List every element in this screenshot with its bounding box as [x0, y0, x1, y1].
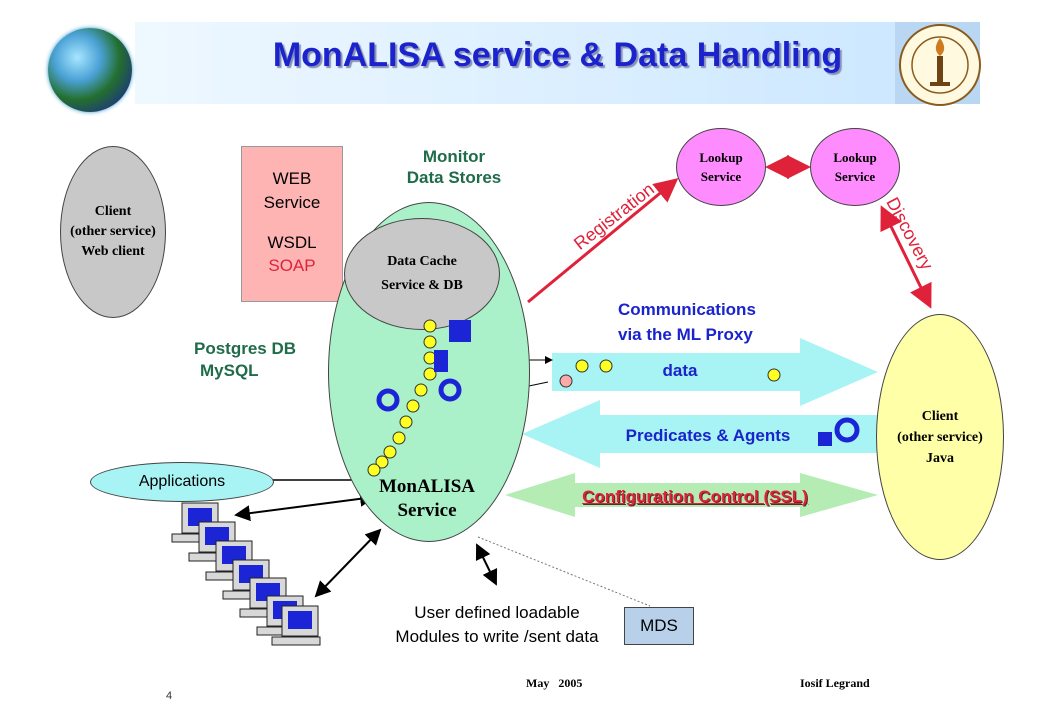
- client-java-label-3: Java: [925, 450, 954, 466]
- monitor-data-stores-label: Monitor Data Stores: [384, 146, 524, 189]
- postgres-label-2: MySQL: [200, 361, 259, 381]
- agent-square: [449, 320, 471, 342]
- data-arrow-shape: [552, 338, 878, 406]
- client-web-label-3: Web client: [81, 244, 145, 260]
- chain-dot: [414, 383, 428, 397]
- globe-logo: [48, 28, 132, 112]
- agent-square: [818, 432, 832, 446]
- computer-icon: [271, 605, 321, 646]
- monitor-label-2: Data Stores: [406, 168, 502, 188]
- client-java-ellipse: Client (other service) Java: [876, 314, 1004, 560]
- lookup-2-label-2: Service: [834, 169, 876, 184]
- communications-label: Communications via the ML Proxy: [618, 298, 808, 347]
- title-banner: [135, 22, 980, 104]
- footer-author: Iosif Legrand: [800, 676, 870, 690]
- client-web-ellipse: Client (other service) Web client: [60, 146, 166, 318]
- predicates-arrow-shape: [522, 400, 878, 468]
- applications-label: Applications: [138, 473, 226, 490]
- web-service-label-4: SOAP: [268, 256, 316, 276]
- registration-arrow: [527, 178, 679, 304]
- monalisa-label-2: Service: [397, 499, 457, 521]
- config-arrow-shape: [505, 473, 878, 517]
- chain-dot: [375, 455, 389, 469]
- modules-arrow: [475, 543, 498, 586]
- client-web-label-1: Client: [94, 203, 132, 219]
- client-web-label-2: (other service): [70, 223, 156, 239]
- page-title: MonALISA service & Data Handling: [272, 36, 843, 74]
- monalisa-label-1: MonALISA: [378, 476, 476, 497]
- chain-dot: [423, 335, 437, 349]
- chain-dot: [399, 415, 413, 429]
- agent-ring: [438, 378, 462, 402]
- agent-ring: [376, 388, 400, 412]
- computers-arrow-1: [234, 490, 376, 522]
- data-cache-label-1: Data Cache: [387, 254, 457, 270]
- caltech-seal-logo: [899, 24, 981, 106]
- agent-square: [434, 350, 448, 372]
- lookup-service-1: Lookup Service: [676, 128, 766, 206]
- footer-date: May 2005: [526, 676, 583, 690]
- web-service-label-3: WSDL: [267, 232, 317, 252]
- mds-dotted-line: [477, 536, 651, 607]
- data-dot: [599, 359, 613, 373]
- user-modules-label-1: User defined loadable: [414, 603, 580, 622]
- web-service-label-2: Service: [263, 192, 321, 212]
- computers-arrow-2: [314, 528, 382, 598]
- data-dot: [767, 368, 781, 382]
- lookup-1-label-1: Lookup: [699, 149, 743, 165]
- data-cache-label-2: Service & DB: [381, 278, 463, 293]
- communications-label-2: via the ML Proxy: [618, 324, 753, 344]
- discovery-arrow: [880, 205, 932, 309]
- chain-dot: [406, 399, 420, 413]
- client-java-label-2: (other service): [897, 429, 983, 445]
- page-number: 4: [166, 690, 173, 702]
- predicates-arrow-label: Predicates & Agents: [625, 426, 791, 445]
- chain-dot: [423, 367, 437, 381]
- mds-box: MDS: [624, 607, 694, 645]
- chain-dot: [367, 463, 381, 477]
- torch-icon: [911, 36, 969, 94]
- data-dot-pink: [559, 374, 573, 388]
- data-dot: [575, 359, 589, 373]
- mds-label: MDS: [640, 616, 678, 635]
- client-java-label-1: Client: [921, 408, 959, 424]
- lookup-service-2: Lookup Service: [810, 128, 900, 206]
- user-modules-label: User defined loadable Modules to write /…: [352, 601, 642, 649]
- monalisa-service-label: MonALISA Service: [352, 475, 502, 523]
- lookup-2-label-1: Lookup: [833, 149, 877, 165]
- lookup-1-label-2: Service: [700, 169, 742, 184]
- monitor-label-1: Monitor: [422, 147, 486, 166]
- chain-dot: [392, 431, 406, 445]
- web-service-label-1: WEB: [272, 169, 312, 188]
- communications-label-1: Communications: [618, 300, 756, 319]
- config-arrow-label: Configuration Control (SSL): [582, 487, 808, 506]
- web-service-box: WEB Service WSDL SOAP: [241, 146, 343, 302]
- postgres-label-1: Postgres DB: [194, 339, 297, 358]
- data-arrow-label: data: [662, 361, 698, 380]
- chain-dot: [423, 319, 437, 333]
- agent-ring: [834, 417, 860, 443]
- chain-dot: [383, 445, 397, 459]
- user-modules-label-2: Modules to write /sent data: [395, 626, 599, 646]
- postgres-label: Postgres DB MySQL: [186, 338, 326, 382]
- applications-ellipse: Applications: [90, 462, 274, 502]
- data-cache-ellipse: Data Cache Service & DB: [344, 218, 500, 330]
